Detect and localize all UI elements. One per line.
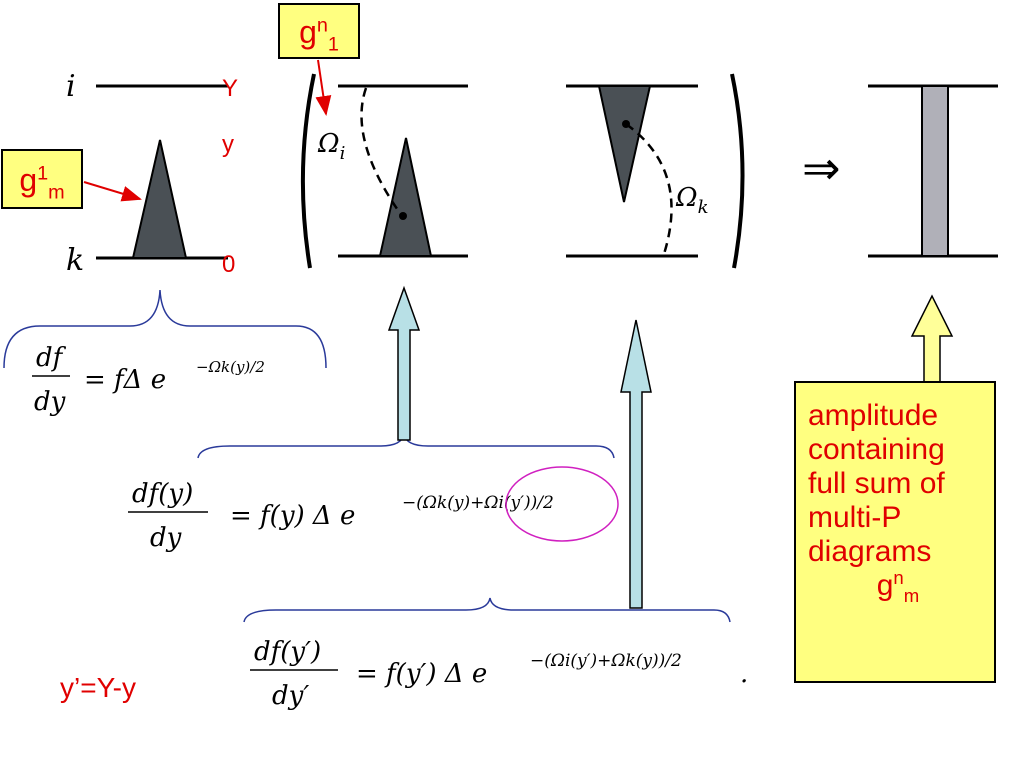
left-parenthesis [300,73,316,269]
eq2-denominator: dy [150,523,182,553]
pointer-arrow-g1m [83,181,142,202]
eq3-rhs: = f(y′) Δ e [356,659,487,689]
eq1-exponent: −Ωk(y)/2 [196,358,265,376]
amplitude-line-4: multi-P [808,501,902,534]
left-triangle [131,139,188,259]
cyan-arrow-short [387,285,421,441]
eq1-numerator: df [36,343,67,373]
rapidity-y-label: y [222,131,234,158]
omega-i-label: Ωi [317,129,345,164]
label-box-g-n-1: gn1 [278,3,360,59]
eq3-exponent: −(Ωi(y′)+Ωk(y))/2 [530,651,682,671]
amplitude-line-1: amplitude [808,399,939,432]
equation-2: df(y) dy = f(y) Δ e −(Ωk(y)+Ωi(y′))/2 [128,466,619,553]
eq2-exponent: −(Ωk(y)+Ωi(y′))/2 [402,493,554,513]
eq3-numerator: df(y′) [254,637,321,667]
rapidity-0-label: 0 [222,251,235,278]
amplitude-g-n-m: gnm [876,567,920,606]
bracketed-sum: Ωi Ωk [300,59,745,269]
highlight-ellipse [505,466,619,542]
amplitude-line-3: full sum of [808,467,945,500]
implies-arrow: ⇒ [802,142,841,194]
eq1-rhs: = fΔ e [84,365,166,395]
label-box-g-1-m: g1m [1,149,83,209]
amplitude-description-box: amplitude containing full sum of multi-P… [794,381,996,683]
amplitude-line-5: diagrams [808,535,932,568]
row-i-label: i [66,69,76,104]
left-diagram: i k Y y 0 [66,69,238,278]
equation-1: df dy = fΔ e −Ωk(y)/2 [32,343,265,417]
mid2-dot [622,120,630,128]
omega-k-label: Ωk [675,183,708,218]
pointer-arrow-gn1 [315,59,332,116]
eq3-denominator: dy′ [272,681,309,711]
rapidity-relation: y’=Y-y [60,672,137,703]
eq1-denominator: dy [34,387,66,417]
eq2-numerator: df(y) [132,479,193,509]
row-k-label: k [66,243,84,278]
right-parenthesis [730,73,745,269]
equation-3: df(y′) dy′ = f(y′) Δ e −(Ωi(y′)+Ωk(y))/2… [250,637,748,711]
rapidity-Y-label: Y [222,75,238,102]
yellow-arrow [910,294,954,383]
mid2-inverted-triangle [597,85,652,203]
mid1-triangle [378,137,433,257]
eq2-rhs: = f(y) Δ e [230,501,355,531]
pomeron-bar [921,85,949,257]
omega-k-dashed-curve [625,122,673,255]
brace-eq1 [3,289,327,369]
right-diagram [868,84,998,258]
brace-eq3 [243,597,731,623]
mid1-dot [399,212,407,220]
amplitude-line-2: containing [808,433,945,466]
cyan-arrow-long [620,319,652,609]
eq3-period: . [740,659,748,689]
